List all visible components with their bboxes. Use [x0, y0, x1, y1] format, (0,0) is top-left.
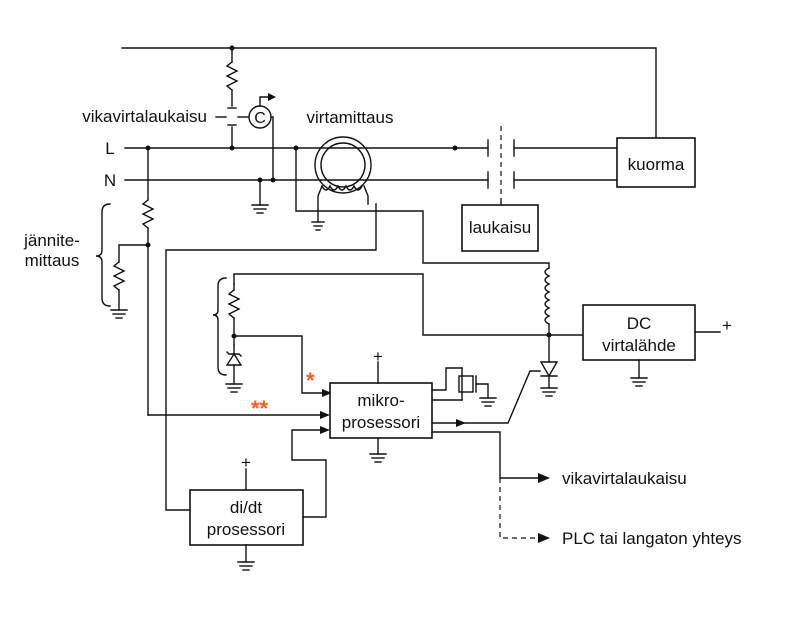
zener-reference [212, 273, 550, 394]
dc-supply-plus: + [722, 316, 732, 335]
ground-icon [251, 179, 269, 214]
line-N-label: N [104, 171, 116, 190]
ground-icon [237, 544, 255, 571]
fault-trip-top-label: vikavirtalaukaisu [82, 107, 207, 126]
line-N [124, 177, 618, 183]
trip-label: laukaisu [469, 218, 531, 237]
didt-label-1: di/dt [230, 498, 262, 517]
didt-plus: + [241, 453, 251, 472]
load-box: kuorma [616, 137, 696, 188]
star-double: ** [251, 396, 269, 421]
outputs [431, 431, 550, 543]
dc-supply-label-2: virtalähde [602, 336, 676, 355]
dc-supply-box: DC virtalähde [582, 304, 696, 361]
ground-icon [369, 437, 387, 463]
test-c-label: C [254, 110, 266, 127]
line-L-label: L [105, 139, 114, 158]
trip-coil-icon [544, 267, 584, 363]
microprocessor-label-2: prosessori [342, 413, 420, 432]
dc-supply-label-1: DC [627, 314, 652, 333]
fault-trip-out-label: vikavirtalaukaisu [562, 469, 687, 488]
voltage-measurement-label-2: mittaus [25, 251, 80, 270]
ground-icon [630, 359, 648, 387]
trip-box: laukaisu [461, 204, 539, 252]
test-branch: C [215, 47, 276, 181]
microprocessor-label-1: mikro- [357, 391, 404, 410]
star-single: * [306, 368, 315, 393]
voltage-divider [95, 147, 155, 416]
microprocessor-box: mikro- prosessori [329, 382, 433, 439]
current-measurement-label: virtamittaus [307, 108, 394, 127]
crystal-icon [431, 367, 497, 407]
load-label: kuorma [628, 155, 685, 174]
microprocessor-plus: + [373, 347, 383, 366]
voltage-measurement-label-1: jännite- [23, 231, 80, 250]
didt-label-2: prosessori [207, 520, 285, 539]
ct-wiring [165, 147, 550, 511]
thyristor-icon [431, 361, 559, 427]
line-L [124, 145, 618, 151]
plc-out-label: PLC tai langaton yhteys [562, 529, 742, 548]
breaker-contacts [487, 126, 515, 206]
didt-processor-box: di/dt prosessori [189, 489, 304, 546]
current-transformer-icon [311, 136, 372, 231]
